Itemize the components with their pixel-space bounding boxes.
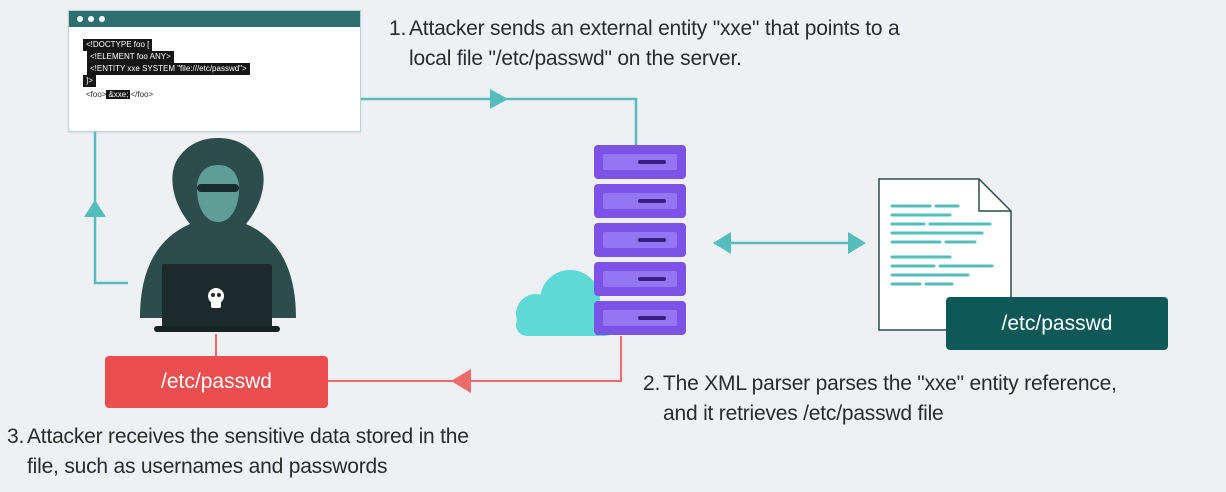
return-to-attacker-line xyxy=(84,132,128,285)
request-arrow-head xyxy=(490,89,508,109)
window-dot-icon xyxy=(88,16,94,22)
step-2-number: 2. xyxy=(643,372,661,395)
window-dot-icon xyxy=(77,16,83,22)
step-3-number: 3. xyxy=(7,425,25,448)
xml-line-close: ]> xyxy=(83,75,96,87)
xml-foo-close: </foo> xyxy=(130,90,154,99)
xml-payload-window: <!DOCTYPE foo [ <!ELEMENT foo ANY> <!ENT… xyxy=(68,10,361,132)
document-icon xyxy=(878,178,1012,331)
step-1-number: 1. xyxy=(389,17,407,40)
window-title-bar xyxy=(69,11,360,27)
step-3-line-1: Attacker receives the sensitive data sto… xyxy=(27,425,469,448)
step-2-caption: 2.The XML parser parses the "xxe" entity… xyxy=(643,369,1117,429)
step-1-caption: 1.Attacker sends an external entity "xxe… xyxy=(389,14,900,74)
response-arrow xyxy=(328,336,622,393)
step-3-line-2: file, such as usernames and passwords xyxy=(27,455,388,478)
step-3-caption: 3.Attacker receives the sensitive data s… xyxy=(7,422,469,482)
request-arrow xyxy=(361,97,638,150)
received-data-label: /etc/passwd xyxy=(105,356,328,408)
step-1-line-1: Attacker sends an external entity "xxe" … xyxy=(409,17,900,40)
xml-line-entity: <!ENTITY xxe SYSTEM "file:///etc/passwd"… xyxy=(87,63,250,75)
step-1-line-2: local file "/etc/passwd" on the server. xyxy=(409,47,742,70)
xml-code: <!DOCTYPE foo [ <!ELEMENT foo ANY> <!ENT… xyxy=(83,39,250,101)
server-stack-icon xyxy=(594,145,686,335)
server-file-arrow xyxy=(713,232,866,254)
window-dot-icon xyxy=(99,16,105,22)
xml-line-doctype: <!DOCTYPE foo [ xyxy=(83,39,153,51)
xml-line-element: <!ELEMENT foo ANY> xyxy=(87,51,174,63)
xml-foo-open: <foo> xyxy=(86,90,107,99)
skull-icon xyxy=(208,288,224,308)
step-2-line-2: and it retrieves /etc/passwd file xyxy=(663,402,944,425)
step-2-line-1: The XML parser parses the "xxe" entity r… xyxy=(663,372,1117,395)
xml-entity-reference: &xxe; xyxy=(106,90,131,99)
server-file-label: /etc/passwd xyxy=(946,297,1168,350)
